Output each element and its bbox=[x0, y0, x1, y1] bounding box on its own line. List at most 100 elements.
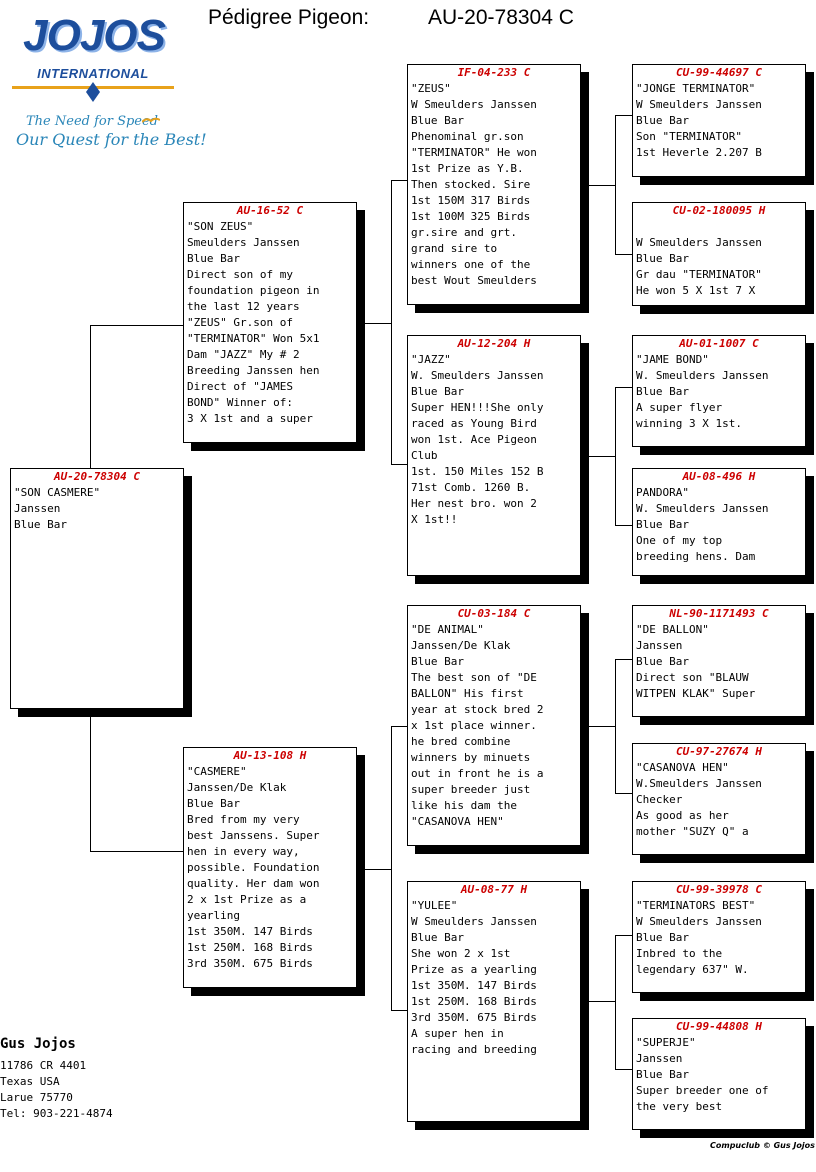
pigeon-info-line: W Smeulders Janssen bbox=[636, 915, 762, 928]
connector-line bbox=[615, 115, 632, 116]
pigeon-info-line bbox=[636, 219, 802, 235]
bird-icon bbox=[142, 117, 160, 123]
pigeon-info-line: "DE BALLON" bbox=[636, 623, 709, 636]
pigeon-info-line: Blue Bar bbox=[636, 385, 689, 398]
pigeon-info-line: the last 12 years bbox=[187, 300, 300, 313]
logo-tagline-1: The Need for Speed bbox=[26, 114, 159, 129]
owner-phone: Tel: 903-221-4874 bbox=[0, 1107, 113, 1120]
pigeon-info-line: "JONGE TERMINATOR" bbox=[636, 82, 756, 95]
band-number: CU-99-44808 H bbox=[675, 1020, 763, 1033]
pigeon-info-line: possible. Foundation bbox=[187, 861, 320, 874]
pigeon-info-line: WITPEN KLAK" Super bbox=[636, 687, 756, 700]
pigeon-info-line: Direct son "BLAUW bbox=[636, 671, 749, 684]
pigeon-info-line: A super flyer bbox=[636, 401, 723, 414]
pigeon-info-line: Janssen bbox=[14, 502, 61, 515]
pigeon-info-line: Direct of "JAMES bbox=[187, 380, 293, 393]
pigeon-card-sss: CU-99-44697 C"JONGE TERMINATOR"W Smeulde… bbox=[632, 64, 806, 177]
pigeon-info-line: Club bbox=[411, 449, 438, 462]
pigeon-info-line: A super hen in bbox=[411, 1027, 504, 1040]
connector-line bbox=[615, 935, 616, 1069]
pigeon-info-line: legendary 637" W. bbox=[636, 963, 749, 976]
pigeon-info-line: 3rd 350M. 675 Birds bbox=[187, 957, 313, 970]
pigeon-info-line: winning 3 X 1st. bbox=[636, 417, 742, 430]
connector-line bbox=[365, 323, 392, 324]
connector-line bbox=[615, 793, 632, 794]
pigeon-info-line: "CASMERE" bbox=[187, 765, 247, 778]
pigeon-info-line: "ZEUS" bbox=[411, 82, 451, 95]
pigeon-info-line: Blue Bar bbox=[411, 931, 464, 944]
connector-line bbox=[391, 726, 407, 727]
band-number: AU-20-78304 C bbox=[53, 470, 141, 483]
pigeon-info-line: BALLON" His first bbox=[411, 687, 524, 700]
pigeon-info-line: Checker bbox=[636, 793, 683, 806]
pigeon-info-line: 1st 150M 317 Birds bbox=[411, 194, 531, 207]
pigeon-info-line: Blue Bar bbox=[636, 114, 689, 127]
pigeon-info-line: Son "TERMINATOR" bbox=[636, 130, 742, 143]
pigeon-info-line: W.Smeulders Janssen bbox=[636, 777, 762, 790]
pigeon-info-line: Blue Bar bbox=[411, 114, 464, 127]
pigeon-info-line: Bred from my very bbox=[187, 813, 300, 826]
connector-line bbox=[615, 387, 616, 525]
pigeon-info-line: Blue Bar bbox=[636, 1068, 689, 1081]
pigeon-info-line: Blue Bar bbox=[636, 655, 689, 668]
connector-line bbox=[615, 659, 632, 660]
owner-address-line: 11786 CR 4401 bbox=[0, 1059, 87, 1072]
pigeon-info-line: "JAZZ" bbox=[411, 353, 451, 366]
logo-subtitle: INTERNATIONAL bbox=[37, 66, 149, 81]
pigeon-info-line: Inbred to the bbox=[636, 947, 723, 960]
pigeon-info-line: like his dam the bbox=[411, 799, 517, 812]
band-number: CU-97-27674 H bbox=[675, 745, 763, 758]
pigeon-info-line: winners by minuets bbox=[411, 751, 531, 764]
pigeon-info-line: quality. Her dam won bbox=[187, 877, 320, 890]
pigeon-info-line: he bred combine bbox=[411, 735, 511, 748]
pigeon-info-line: x 1st place winner. bbox=[411, 719, 537, 732]
pigeon-info-line: "CASANOVA HEN" bbox=[411, 815, 504, 828]
band-number: CU-99-39978 C bbox=[675, 883, 763, 896]
pigeon-info-line: won 1st. Ace Pigeon bbox=[411, 433, 537, 446]
pigeon-info-line: W. Smeulders Janssen bbox=[411, 369, 544, 382]
pigeon-info-line: yearling bbox=[187, 909, 240, 922]
pigeon-info-line: "JAME BOND" bbox=[636, 353, 709, 366]
connector-line bbox=[391, 180, 392, 464]
pigeon-info-line: Blue Bar bbox=[411, 385, 464, 398]
page-title-ring: AU-20-78304 C bbox=[428, 6, 574, 29]
pigeon-info-line: BOND" Winner of: bbox=[187, 396, 293, 409]
band-number: AU-12-204 H bbox=[457, 337, 531, 350]
pigeon-card-dsd: CU-97-27674 H"CASANOVA HEN"W.Smeulders J… bbox=[632, 743, 806, 855]
pigeon-info-line: "YULEE" bbox=[411, 899, 458, 912]
pigeon-info-line: best Wout Smeulders bbox=[411, 274, 537, 287]
band-number: AU-16-52 C bbox=[236, 204, 304, 217]
pigeon-info-line: Gr dau "TERMINATOR" bbox=[636, 268, 762, 281]
pigeon-info-line: Blue Bar bbox=[187, 797, 240, 810]
owner-address-line: Larue 75770 bbox=[0, 1091, 73, 1104]
connector-line bbox=[615, 115, 616, 254]
pigeon-info-line: racing and breeding bbox=[411, 1043, 537, 1056]
pigeon-info-line: Super HEN!!!She only bbox=[411, 401, 544, 414]
pigeon-info-line: W Smeulders Janssen bbox=[636, 98, 762, 111]
pigeon-info-line: Blue Bar bbox=[636, 518, 689, 531]
band-number: AU-13-108 H bbox=[233, 749, 307, 762]
pigeon-info-line: He won 5 X 1st 7 X bbox=[636, 284, 756, 297]
pigeon-info-line: She won 2 x 1st bbox=[411, 947, 511, 960]
pigeon-info-line: best Janssens. Super bbox=[187, 829, 320, 842]
page-title-label: Pédigree Pigeon: bbox=[208, 6, 370, 29]
pigeon-info-line: 3 X 1st and a super bbox=[187, 412, 313, 425]
connector-line bbox=[615, 387, 632, 388]
pigeon-info-line: W Smeulders Janssen bbox=[411, 98, 537, 111]
logo-name: JOJOS bbox=[23, 11, 166, 60]
pigeon-info-line: X 1st!! bbox=[411, 513, 458, 526]
pigeon-info-line: Janssen bbox=[636, 639, 683, 652]
pigeon-info-line: "ZEUS" Gr.son of bbox=[187, 316, 293, 329]
pigeon-info-line: Direct son of my bbox=[187, 268, 293, 281]
band-number: AU-08-496 H bbox=[682, 470, 756, 483]
pigeon-info-line: Smeulders Janssen bbox=[187, 236, 300, 249]
connector-line bbox=[615, 1069, 632, 1070]
connector-line bbox=[615, 935, 632, 936]
pigeon-info-line: gr.sire and grt. bbox=[411, 226, 517, 239]
pigeon-info-line: Janssen bbox=[636, 1052, 683, 1065]
connector-line bbox=[589, 456, 616, 457]
band-number: IF-04-233 C bbox=[457, 66, 531, 79]
